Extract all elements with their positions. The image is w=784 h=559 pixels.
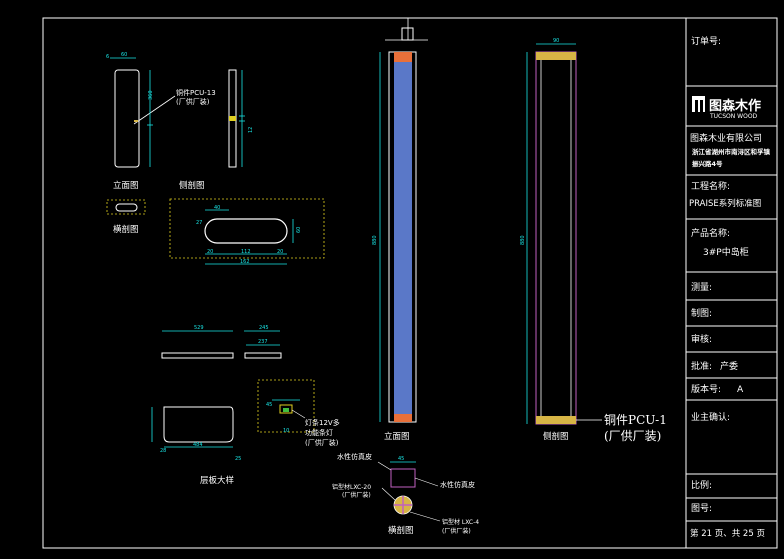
led-strip-line1: 灯条12V多 [305,418,340,427]
main-side-top-brass [536,52,576,60]
small-side-label: 侧剖图 [179,180,205,191]
small-front-view: 60 6 铜件PCU-13 (厂供厂装) 360 立面图 [106,52,216,191]
version-label: 版本号: [691,383,721,395]
alu-2-supply: (厂供厂装) [442,527,471,535]
page-info: 第 21 页、共 25 页 [690,528,765,539]
small-side-fitting [229,116,236,121]
main-front-top-copper [394,52,412,62]
owner-confirm-label: 业主确认: [691,411,730,423]
alu-2-label: 铝型材 LXC-4 [442,518,479,526]
drawing-border [42,17,778,549]
copper-big-label: 铜件PCU-1 [604,412,667,427]
brand-name: 图森木作 [709,98,761,114]
shelf-side-bar [244,352,282,359]
side-width-dim: 90 [553,38,559,44]
project-name-value: PRAISE系列标准图 [689,198,761,209]
project-name-label: 工程名称: [691,180,730,192]
copper-small-supply: (厂供厂装) [176,97,210,106]
bottom-cross-section: 45 水性仿真皮 水性仿真皮 铝型材LXC-20 (厂供厂装) 铝型材 LXC-… [332,452,479,536]
main-side-view: 90 880 铜件PCU-1 (厂供厂装) 侧剖图 [520,38,667,443]
main-front-label: 立面图 [384,431,410,442]
brand-logo-mark [692,96,705,112]
alu-1-supply: (厂供厂装) [342,491,371,499]
water-leather-label-2: 水性仿真皮 [440,480,475,489]
main-height-dim: 880 [372,235,378,245]
brand-en: TUCSON WOOD [709,113,758,120]
dim-529: 529 [194,325,204,331]
shelf-profile [163,406,234,443]
shelf-detail-view: 529 245 237 45 10 灯条12V多 功能条灯 (厂供厂装) 28 … [151,325,340,486]
cross-section-label: 横剖图 [113,224,139,235]
copper-small-label: 铜件PCU-13 [176,88,216,97]
small-front-label: 立面图 [113,180,139,191]
slot-shape [204,218,288,244]
approve-value: 产委 [720,360,738,372]
dim-27: 27 [196,220,202,226]
drawing-no-label: 图号: [691,503,712,514]
title-block: 订单号: 图森木作 TUCSON WOOD 图森木业有限公司 浙江省湖州市南浔区… [686,35,777,539]
side-height-dim: 880 [520,235,526,245]
bottom-cross-label: 横剖图 [388,525,414,536]
dim-60-slot: 60 [296,227,302,233]
dim-12-side: 12 [248,127,254,133]
copper-big-supply: (厂供厂装) [604,429,661,443]
review-label: 审核: [691,333,712,345]
dim-45-cross: 45 [398,456,404,462]
dim-484: 484 [193,442,203,448]
dim-28: 28 [160,448,166,454]
dim-10-led: 10 [283,428,289,434]
dim-360-a: 360 [148,90,154,100]
company-name: 图森木业有限公司 [690,132,762,144]
dim-162: 162 [240,259,250,265]
dim-20-right: 20 [277,249,283,255]
product-name-value: 3#P中岛柜 [703,246,749,258]
shelf-plan-bar [161,352,234,359]
version-value: A [737,385,744,395]
dim-112: 112 [241,249,251,255]
dim-237: 237 [258,339,268,345]
dim-60-top: 60 [121,52,127,58]
dim-6-top: 6 [106,54,109,60]
dim-245: 245 [259,325,269,331]
company-address-2: 振兴路4号 [692,159,723,168]
main-front-view: 880 立面图 [372,18,428,442]
cross-leather-box [390,468,416,488]
main-side-label: 侧剖图 [543,431,569,442]
dim-20-left: 20 [207,249,213,255]
led-strip-line3: (厂供厂装) [305,438,339,447]
survey-label: 测量: [691,282,712,293]
scale-label: 比例: [691,479,712,491]
main-side-bottom-brass [536,416,576,424]
small-front-panel [114,69,140,168]
dim-45-led: 45 [266,402,272,408]
water-leather-label-1: 水性仿真皮 [337,452,372,461]
approve-label: 批准: [691,360,712,372]
company-address-1: 浙江省湖州市南浔区和孚镇 [692,147,771,156]
main-front-bottom-copper [394,414,412,422]
dim-25: 25 [235,456,241,462]
small-side-view: 12 侧剖图 [179,69,254,191]
dim-40: 40 [214,205,220,211]
shelf-detail-label: 层板大样 [200,475,235,486]
main-front-panel [394,62,412,414]
slot-detail-frame [169,198,325,259]
led-strip-line2: 功能条灯 [305,428,333,437]
cross-section-view: 横剖图 40 112 20 20 162 60 27 [106,198,325,265]
led-detail-frame [257,379,315,433]
main-side-frame [535,51,577,425]
product-name-label: 产品名称: [691,227,730,239]
alu-1-label: 铝型材LXC-20 [332,483,371,491]
drafting-label: 制图: [691,307,712,319]
order-no-label: 订单号: [691,35,721,47]
